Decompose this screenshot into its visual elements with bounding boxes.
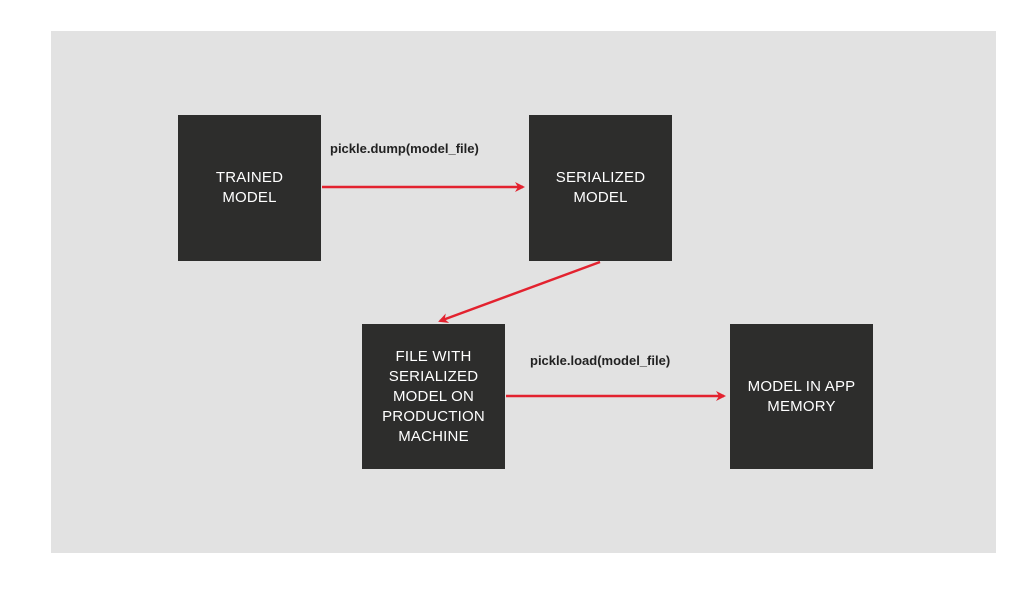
edge-label-load: pickle.load(model_file) — [530, 353, 671, 368]
node-label-line: SERIALIZED — [388, 367, 479, 385]
diagram-canvas — [51, 31, 996, 553]
node-file-on-production-label: FILE WITH SERIALIZED MODEL ON PRODUCTION MAC… — [382, 347, 485, 447]
node-model-in-app-memory-label: MODEL IN APP MEMORY — [748, 377, 856, 417]
node-label-line: MACHINE — [398, 427, 469, 445]
node-label-line: MODEL — [222, 189, 277, 206]
node-label-line: MODEL IN APP — [747, 377, 856, 395]
node-trained-model: TRAINED MODEL — [178, 115, 321, 261]
edge-label-dump: pickle.dump(model_file) — [330, 141, 479, 156]
node-label-line: MODEL — [573, 189, 628, 206]
node-label-line: FILE WITH — [395, 347, 472, 365]
node-trained-model-label: TRAINED MODEL — [216, 168, 283, 208]
node-label-line: TRAINED — [215, 169, 284, 186]
node-serialized-model-label: SERIALIZED MODEL — [556, 168, 646, 208]
node-model-in-app-memory: MODEL IN APP MEMORY — [730, 324, 873, 469]
node-label-line: MEMORY — [767, 397, 836, 415]
node-serialized-model: SERIALIZED MODEL — [529, 115, 672, 261]
node-label-line: SERIALIZED — [555, 169, 646, 186]
node-file-on-production: FILE WITH SERIALIZED MODEL ON PRODUCTION MAC… — [362, 324, 505, 469]
node-label-line: PRODUCTION — [382, 407, 485, 425]
node-label-line: MODEL ON — [392, 387, 475, 405]
